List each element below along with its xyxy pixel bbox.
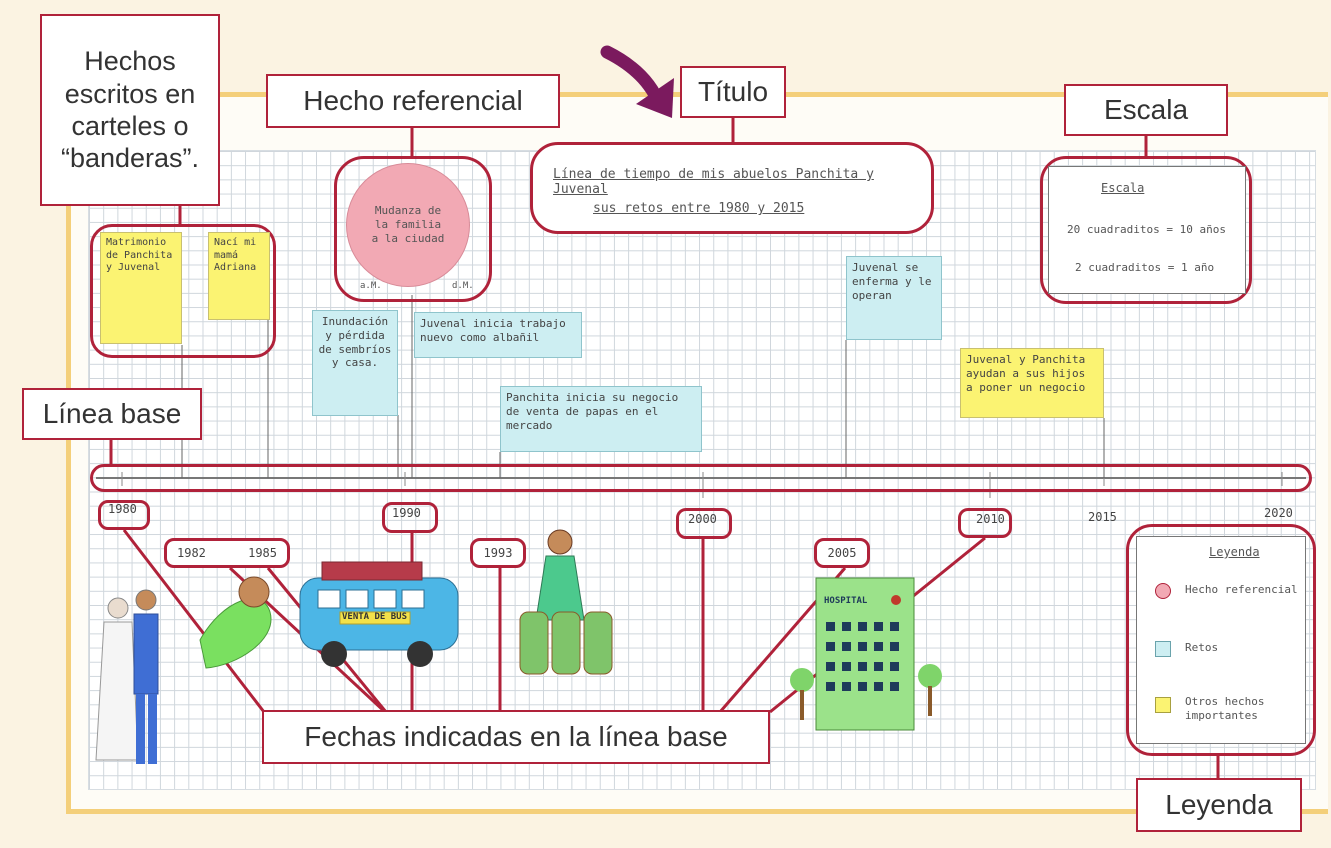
callout-linea-base: Línea base bbox=[22, 388, 202, 440]
tick-label: 1990 bbox=[392, 506, 421, 520]
mudanza-circle: Mudanza de la familia a la ciudad bbox=[346, 163, 470, 287]
callout-escala: Escala bbox=[1064, 84, 1228, 136]
tick-label: 1980 bbox=[108, 502, 137, 516]
legend-highlight-ring bbox=[1126, 524, 1316, 756]
date-ring-2005: 2005 bbox=[814, 538, 870, 568]
mudanza-text: Mudanza de la familia a la ciudad bbox=[371, 204, 445, 245]
callout-fechas-indicadas: Fechas indicadas en la línea base bbox=[262, 710, 770, 764]
baby-drawing bbox=[199, 576, 272, 669]
bus-sign: VENTA DE BUS bbox=[342, 612, 408, 622]
marker-label: 1993 bbox=[483, 546, 513, 560]
title-card: Línea de tiempo de mis abuelos Panchita … bbox=[530, 142, 934, 234]
legend-swatch-referencial bbox=[1155, 583, 1171, 599]
callout-hechos-escritos: Hechos escritos en carteles o “banderas”… bbox=[40, 14, 220, 206]
legend-heading: Leyenda bbox=[1209, 545, 1260, 559]
event-matrimonio: Matrimonio de Panchita y Juvenal bbox=[100, 232, 182, 344]
scale-heading: Escala bbox=[1101, 181, 1145, 195]
legend-swatch-retos bbox=[1155, 641, 1171, 657]
hospital-sign: HOSPITAL bbox=[824, 596, 868, 606]
tick-label: 2010 bbox=[976, 512, 1005, 526]
date-ring-1990 bbox=[382, 502, 438, 533]
legend-label: Retos bbox=[1185, 641, 1219, 654]
scale-card: Escala 20 cuadraditos = 10 años 2 cuadra… bbox=[1048, 166, 1246, 294]
callout-leyenda: Leyenda bbox=[1136, 778, 1302, 832]
marker-label: 1982 bbox=[177, 546, 206, 560]
date-ring-2010 bbox=[958, 508, 1012, 538]
tick-label: 2015 bbox=[1088, 510, 1117, 524]
date-ring-1982-1985: 1982 1985 bbox=[164, 538, 290, 568]
event-inundacion: Inundación y pérdida de sembríos y casa. bbox=[312, 310, 398, 416]
bus-drawing bbox=[299, 561, 459, 667]
date-ring-2000 bbox=[676, 508, 732, 539]
scale-highlight-ring bbox=[1040, 156, 1252, 304]
scale-row-2: 2 cuadraditos = 1 año bbox=[1075, 261, 1215, 274]
mudanza-after-label: d.M. bbox=[452, 281, 474, 291]
title-line-2: sus retos entre 1980 y 2015 bbox=[593, 201, 805, 216]
event-panchita-negocio: Panchita inicia su negocio de venta de p… bbox=[500, 386, 702, 452]
date-ring-1980 bbox=[98, 500, 150, 530]
event-naci: Nací mi mamá Adriana bbox=[208, 232, 270, 320]
legend-card: Leyenda Hecho referencial Retos Otros he… bbox=[1136, 536, 1306, 744]
tick-label: 2000 bbox=[688, 512, 717, 526]
callout-titulo: Título bbox=[680, 66, 786, 118]
callout-hecho-referencial: Hecho referencial bbox=[266, 74, 560, 128]
legend-swatch-otros bbox=[1155, 697, 1171, 713]
scale-row-1: 20 cuadraditos = 10 años bbox=[1067, 223, 1226, 236]
marker-label: 1985 bbox=[248, 546, 277, 560]
marker-label: 2005 bbox=[827, 546, 857, 560]
referencial-highlight-ring bbox=[334, 156, 492, 302]
date-ring-1993: 1993 bbox=[470, 538, 526, 568]
event-juvenal-trabajo: Juvenal inicia trabajo nuevo como albañi… bbox=[414, 312, 582, 358]
legend-label: Otros hechos importantes bbox=[1185, 695, 1265, 723]
baseline-highlight bbox=[90, 464, 1312, 492]
event-juvenal-enferma: Juvenal se enferma y le operan bbox=[846, 256, 942, 340]
couple-drawing bbox=[95, 589, 159, 764]
tick-label: 2020 bbox=[1264, 506, 1293, 520]
title-line-1: Línea de tiempo de mis abuelos Panchita … bbox=[553, 167, 874, 197]
flags-highlight-ring bbox=[90, 224, 276, 358]
event-ayudan-hijos: Juvenal y Panchita ayudan a sus hijos a … bbox=[960, 348, 1104, 418]
legend-label: Hecho referencial bbox=[1185, 583, 1298, 596]
mudanza-before-label: a.M. bbox=[360, 281, 382, 291]
market-drawing bbox=[519, 529, 613, 675]
hospital-drawing bbox=[790, 577, 942, 731]
